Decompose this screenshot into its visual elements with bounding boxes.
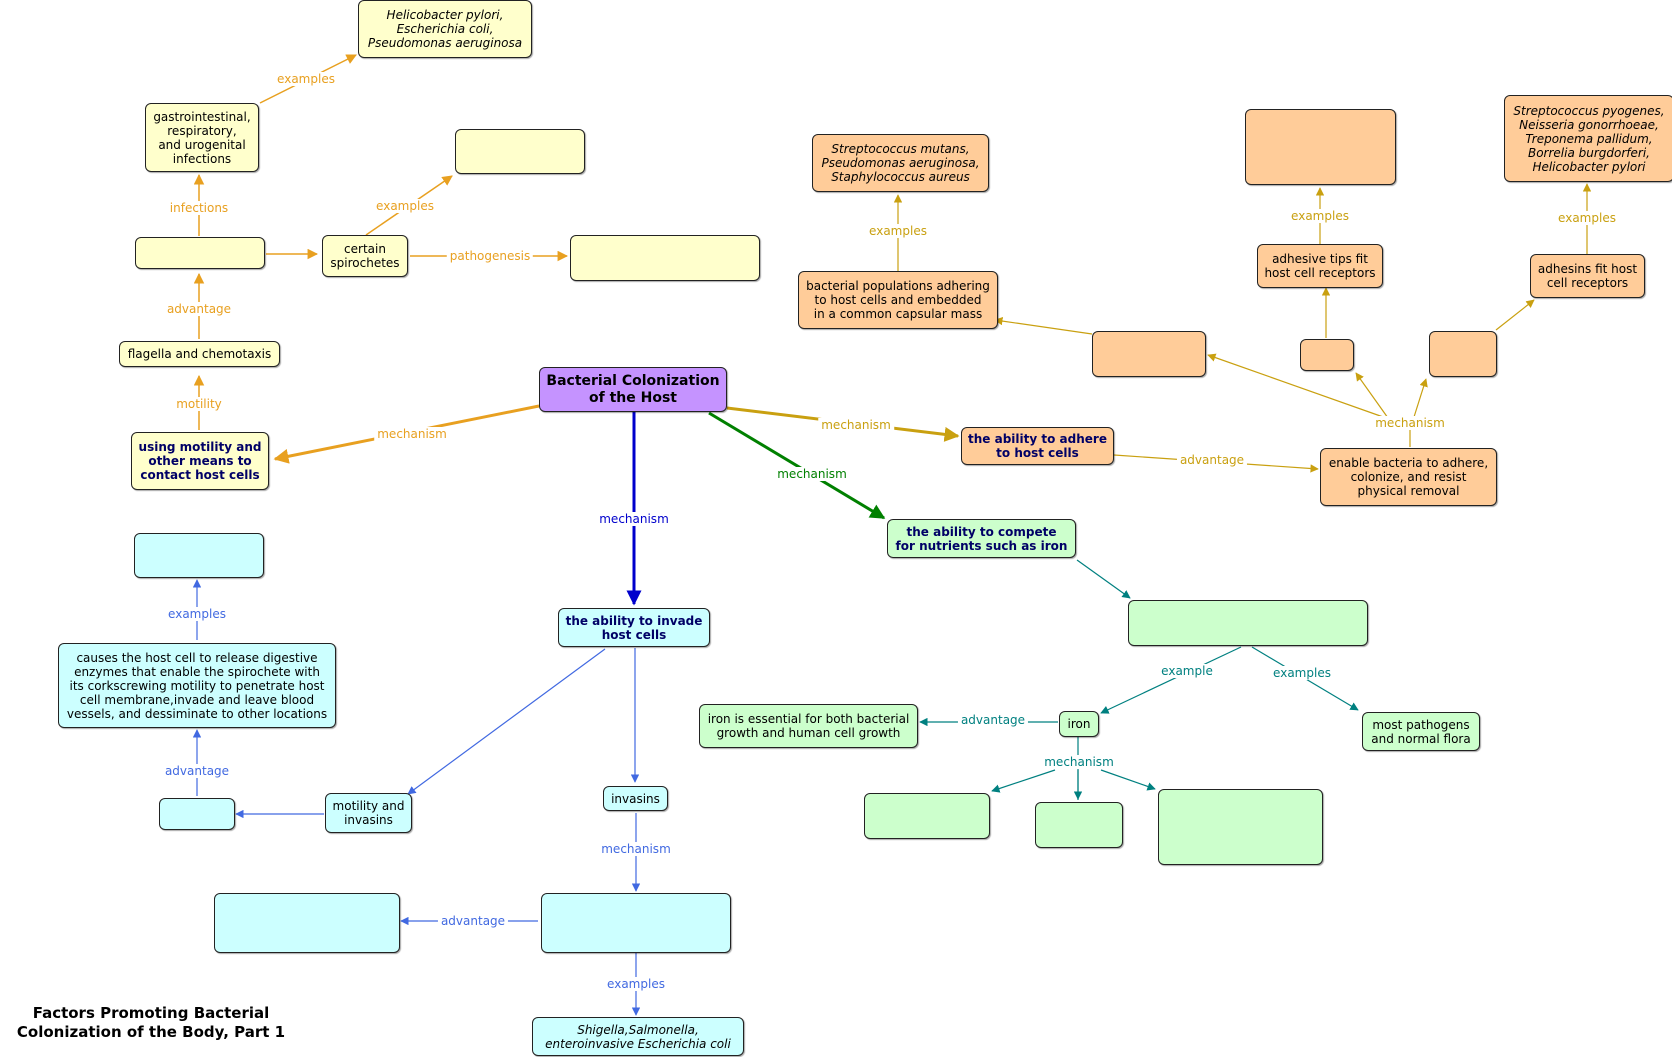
biofilm-examples-node[interactable]: Streptococcus mutans, Pseudomonas aerugi… bbox=[812, 134, 989, 192]
motility-invasins-node[interactable]: motility and invasins bbox=[325, 793, 412, 833]
gi-examples-node[interactable]: Helicobacter pylori, Escherichia coli, P… bbox=[358, 0, 532, 58]
label-motility: motility bbox=[173, 397, 225, 411]
label-mechanism-motility: mechanism bbox=[374, 427, 450, 441]
enable-bacteria-node[interactable]: enable bacteria to adhere, colonize, and… bbox=[1320, 448, 1497, 506]
spirochetes-node[interactable]: certain spirochetes bbox=[322, 235, 408, 277]
label-advantage-flagella: advantage bbox=[163, 302, 235, 316]
yellow-blank-node-2[interactable] bbox=[455, 129, 585, 174]
invasins-node[interactable]: invasins bbox=[603, 786, 668, 811]
label-examples-spirochetes: examples bbox=[373, 199, 437, 213]
invade-ability-node[interactable]: the ability to invade host cells bbox=[558, 608, 710, 647]
iron-node[interactable]: iron bbox=[1059, 711, 1099, 737]
label-examples-invasive: examples bbox=[604, 977, 668, 991]
compete-ability-node[interactable]: the ability to compete for nutrients suc… bbox=[887, 519, 1076, 558]
invasive-examples-node[interactable]: Shigella,Salmonella, enteroinvasive Esch… bbox=[532, 1017, 744, 1056]
link-orange1-to-biofilm bbox=[994, 316, 1093, 335]
green-blank-node-2[interactable] bbox=[864, 793, 990, 839]
yellow-blank-node-3[interactable] bbox=[570, 235, 760, 281]
orange-blank-node-2[interactable] bbox=[1245, 109, 1396, 185]
label-mechanism-adhere: mechanism bbox=[818, 418, 894, 432]
green-blank-node-1[interactable] bbox=[1128, 600, 1368, 646]
label-examples-gi: examples bbox=[274, 72, 338, 86]
spirochete-enzymes-node[interactable]: causes the host cell to release digestiv… bbox=[58, 643, 336, 728]
iron-essential-node[interactable]: iron is essential for both bacterial gro… bbox=[699, 704, 918, 748]
link-orange4-to-adhesins bbox=[1495, 299, 1535, 331]
label-examples-enzymes: examples bbox=[165, 607, 229, 621]
label-example-iron: example bbox=[1158, 664, 1216, 678]
link-mech-to-orange3 bbox=[1355, 372, 1389, 419]
green-blank-node-4[interactable] bbox=[1158, 789, 1323, 865]
label-advantage-adhere: advantage bbox=[1176, 453, 1248, 467]
adhesive-tips-node[interactable]: adhesive tips fit host cell receptors bbox=[1257, 244, 1383, 288]
motility-means-node[interactable]: using motility and other means to contac… bbox=[131, 432, 269, 490]
link-root-to-compete bbox=[708, 411, 886, 520]
map-title: Factors Promoting Bacterial Colonization… bbox=[16, 1004, 286, 1041]
biofilm-node[interactable]: bacterial populations adhering to host c… bbox=[798, 271, 998, 329]
orange-blank-node-4[interactable] bbox=[1429, 331, 1497, 377]
label-mechanism-iron: mechanism bbox=[1041, 755, 1117, 769]
flagella-chemotaxis-node[interactable]: flagella and chemotaxis bbox=[119, 341, 280, 367]
link-mech-to-green4 bbox=[1100, 769, 1156, 791]
label-mechanism-invade: mechanism bbox=[596, 512, 672, 526]
link-mech-to-green2 bbox=[991, 769, 1056, 793]
orange-blank-node-1[interactable] bbox=[1092, 331, 1206, 377]
cyan-blank-node-4[interactable] bbox=[134, 533, 264, 578]
label-pathogenesis: pathogenesis bbox=[446, 249, 534, 263]
label-examples-pathogens: examples bbox=[1270, 666, 1334, 680]
label-advantage-motility-invasins: advantage bbox=[161, 764, 233, 778]
label-mechanism-enable: mechanism bbox=[1372, 416, 1448, 430]
cyan-blank-node-1[interactable] bbox=[541, 893, 731, 953]
cyan-blank-node-3[interactable] bbox=[159, 798, 235, 830]
gi-infections-node[interactable]: gastrointestinal, respiratory, and uroge… bbox=[145, 103, 259, 172]
label-advantage-cyan: advantage bbox=[437, 914, 509, 928]
orange-blank-node-3[interactable] bbox=[1300, 339, 1354, 371]
link-invade-to-motility-invasins bbox=[407, 648, 606, 795]
label-advantage-iron: advantage bbox=[957, 713, 1029, 727]
green-blank-node-3[interactable] bbox=[1035, 802, 1123, 848]
label-mechanism-compete: mechanism bbox=[774, 467, 850, 481]
adhesins-examples-node[interactable]: Streptococcus pyogenes, Neisseria gonorr… bbox=[1504, 95, 1672, 182]
link-compete-to-green1 bbox=[1076, 559, 1131, 599]
most-pathogens-node[interactable]: most pathogens and normal flora bbox=[1362, 712, 1480, 751]
label-mechanism-invasins: mechanism bbox=[598, 842, 674, 856]
label-examples-biofilm: examples bbox=[866, 224, 930, 238]
link-mech-to-orange1 bbox=[1207, 353, 1387, 419]
cyan-blank-node-2[interactable] bbox=[214, 893, 400, 953]
root-concept-node[interactable]: Bacterial Colonization of the Host bbox=[539, 367, 727, 412]
adhere-ability-node[interactable]: the ability to adhere to host cells bbox=[961, 427, 1114, 465]
yellow-blank-node-1[interactable] bbox=[135, 237, 265, 269]
link-green1-to-iron bbox=[1100, 646, 1242, 714]
label-infections: infections bbox=[166, 201, 232, 215]
adhesins-node[interactable]: adhesins fit host cell receptors bbox=[1530, 254, 1645, 298]
link-mech-to-orange4 bbox=[1413, 378, 1428, 418]
label-examples-tips: examples bbox=[1288, 209, 1352, 223]
label-examples-adhesins: examples bbox=[1555, 211, 1619, 225]
